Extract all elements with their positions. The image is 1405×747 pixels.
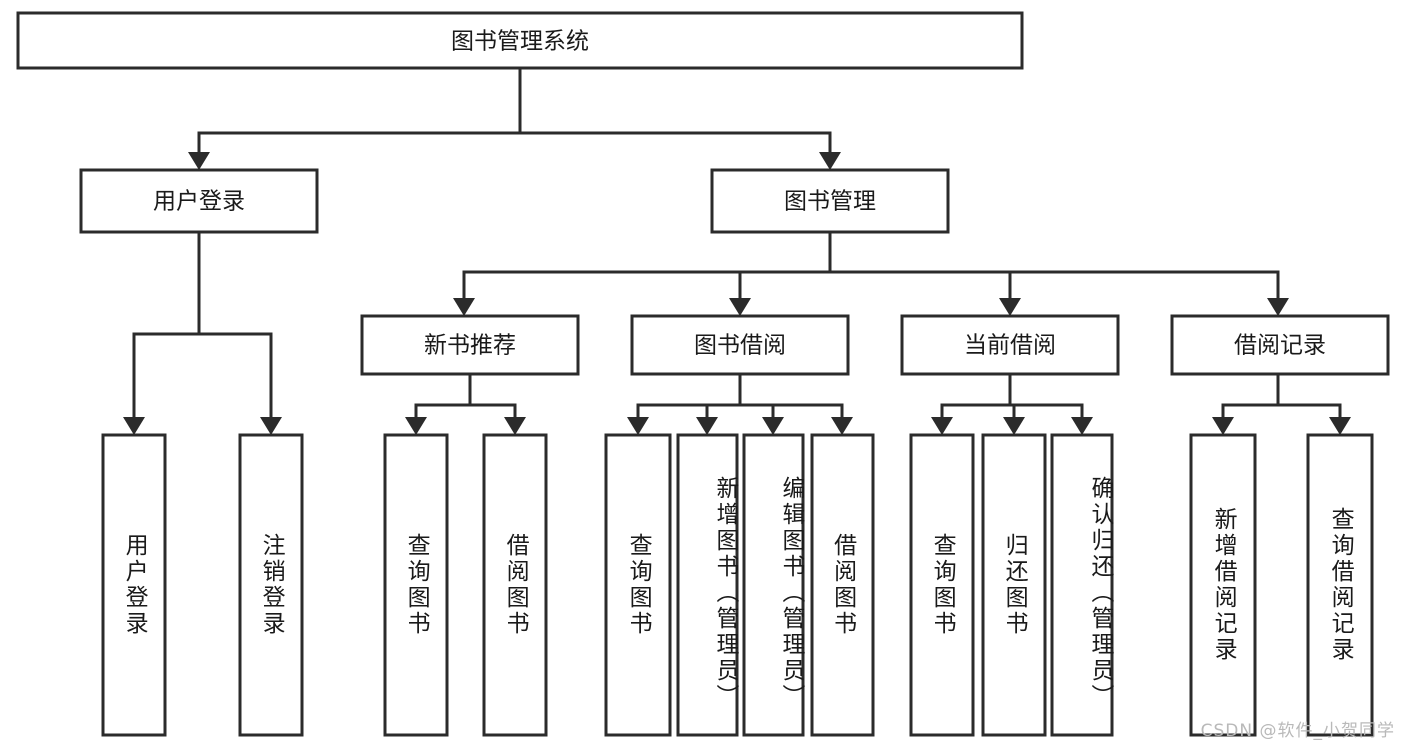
node-leaf-return-book-box[interactable] <box>981 433 1047 737</box>
csdn-watermark: CSDN @软件_小贺同学 <box>1200 721 1395 741</box>
node-book-management[interactable]: 图书管理 <box>710 168 950 234</box>
node-leaf-edit-book-box[interactable] <box>742 433 805 737</box>
node-leaf-confirm-return-box[interactable] <box>1050 433 1114 737</box>
arrowhead-new-book-recommend <box>453 298 475 316</box>
node-leaf-borrow-book-1-box[interactable] <box>482 433 548 737</box>
node-leaf-query-book-1-box[interactable] <box>383 433 449 737</box>
arrowhead-borrow-record <box>1267 298 1289 316</box>
node-user-login[interactable]: 用户登录 <box>79 168 319 234</box>
arrowhead-leaf-borrow-book-2 <box>831 417 853 435</box>
connectors-borrow-record-to-leaves <box>1212 372 1351 435</box>
node-leaf-query-book-3-box[interactable] <box>909 433 975 737</box>
node-leaf-logout-login-box[interactable] <box>238 433 304 737</box>
arrowhead-leaf-query-book-2 <box>627 417 649 435</box>
node-new-book-recommend[interactable]: 新书推荐 <box>360 314 580 376</box>
node-root-label: 图书管理系统 <box>451 29 589 55</box>
arrowhead-leaf-borrow-book-1 <box>504 417 526 435</box>
connectors-root-to-level2 <box>188 66 841 170</box>
node-new-book-recommend-box[interactable] <box>360 314 580 376</box>
arrowhead-leaf-query-book-3 <box>931 417 953 435</box>
node-borrow-record-box[interactable] <box>1170 314 1390 376</box>
node-borrow-record[interactable]: 借阅记录 <box>1170 314 1390 376</box>
node-root[interactable]: 图书管理系统 <box>16 11 1024 70</box>
node-new-book-recommend-label: 新书推荐 <box>424 333 516 359</box>
connectors-new-book-recommend-to-leaves <box>405 372 526 435</box>
arrowhead-leaf-query-record <box>1329 417 1351 435</box>
arrowhead-leaf-confirm-return <box>1071 417 1093 435</box>
arrowhead-leaf-add-book <box>696 417 718 435</box>
arrowhead-leaf-edit-book <box>762 417 784 435</box>
node-book-borrow-box[interactable] <box>630 314 850 376</box>
arrowhead-leaf-query-book-1 <box>405 417 427 435</box>
connectors-user-login-to-leaves <box>123 230 282 435</box>
node-leaf-add-book-box[interactable] <box>676 433 739 737</box>
node-leaf-user-login-box[interactable] <box>101 433 167 737</box>
connectors-book-borrow-to-leaves <box>627 372 853 435</box>
connectors-book-management-to-level3 <box>453 230 1289 316</box>
node-leaf-add-record-box[interactable] <box>1189 433 1257 737</box>
node-leaf-query-record-box[interactable] <box>1306 433 1374 737</box>
node-user-login-box[interactable] <box>79 168 319 234</box>
node-borrow-record-label: 借阅记录 <box>1234 333 1326 359</box>
node-leaf-borrow-book-2-box[interactable] <box>810 433 875 737</box>
arrowhead-leaf-return-book <box>1003 417 1025 435</box>
connectors-current-borrow-to-leaves <box>931 372 1093 435</box>
leaf-boxes <box>101 433 1374 737</box>
arrowhead-book-management <box>819 152 841 170</box>
node-current-borrow-label: 当前借阅 <box>964 333 1056 359</box>
node-leaf-query-book-2-box[interactable] <box>604 433 672 737</box>
node-book-borrow[interactable]: 图书借阅 <box>630 314 850 376</box>
node-user-login-label: 用户登录 <box>153 189 245 215</box>
arrowhead-leaf-add-record <box>1212 417 1234 435</box>
arrowhead-leaf-user-login <box>123 417 145 435</box>
arrowhead-book-borrow <box>729 298 751 316</box>
node-book-borrow-label: 图书借阅 <box>694 333 786 359</box>
node-root-box[interactable] <box>16 11 1024 70</box>
arrowhead-leaf-logout-login <box>260 417 282 435</box>
node-current-borrow-box[interactable] <box>900 314 1120 376</box>
node-current-borrow[interactable]: 当前借阅 <box>900 314 1120 376</box>
arrowhead-user-login <box>188 152 210 170</box>
node-book-management-box[interactable] <box>710 168 950 234</box>
node-book-management-label: 图书管理 <box>784 189 876 215</box>
arrowhead-current-borrow <box>999 298 1021 316</box>
